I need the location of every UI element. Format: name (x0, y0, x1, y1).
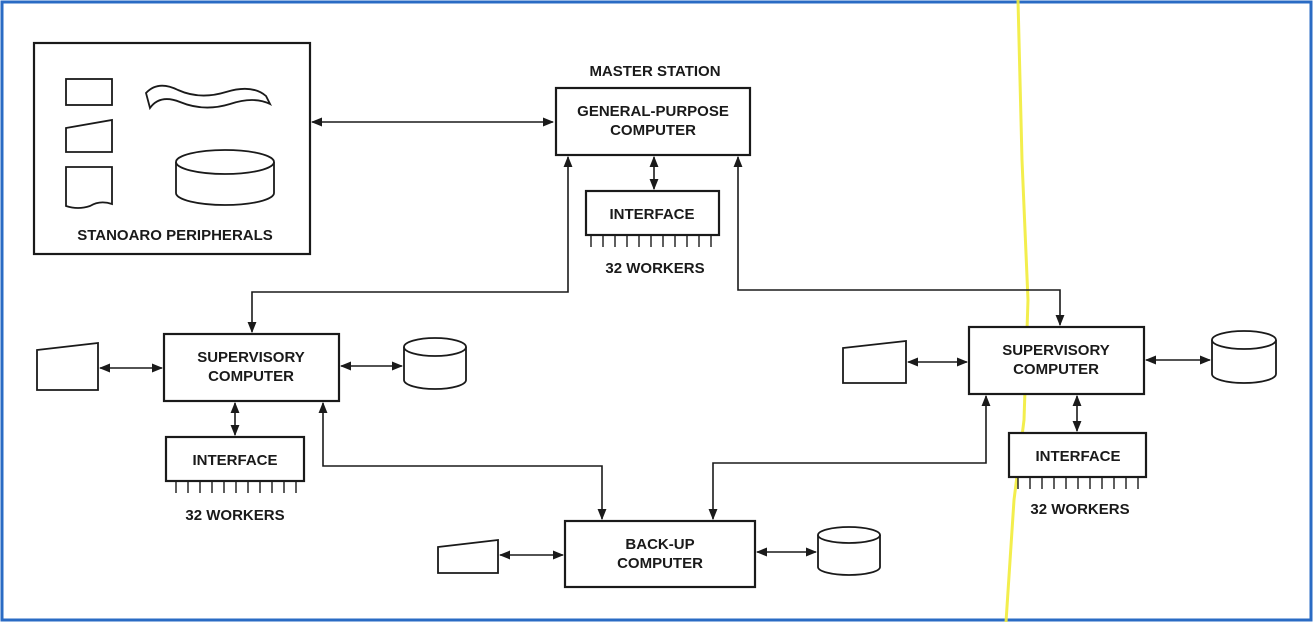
terminal-icon (36, 341, 99, 391)
disk-drive-icon (1211, 330, 1277, 384)
backup-computer-box: BACK-UP COMPUTER (563, 519, 757, 589)
right-interface-label: INTERFACE (1035, 448, 1120, 465)
supervisory-computer-right-box: SUPERVISORY COMPUTER (967, 325, 1146, 396)
right-interface-box: INTERFACE (1007, 431, 1148, 489)
scan-stripe (1004, 0, 1030, 622)
general-purpose-computer-box: GENERAL-PURPOSE COMPUTER (554, 86, 752, 157)
supervisory-left-label: SUPERVISORY (197, 349, 305, 366)
master-interface-label: INTERFACE (609, 206, 694, 223)
left-interface-label: INTERFACE (192, 452, 277, 469)
connector-master-left-supervisory (247, 155, 573, 334)
left-workers-label: 32 WORKERS (185, 507, 284, 524)
connections (98, 117, 1212, 560)
master-workers-label: 32 WORKERS (605, 260, 704, 277)
master-interface-pins (590, 235, 712, 247)
supervisory-computer-left-box: SUPERVISORY COMPUTER (162, 332, 341, 403)
connector-master-right-supervisory (733, 155, 1065, 327)
supervisory-right-label: SUPERVISORY (1002, 342, 1110, 359)
general-purpose-label: GENERAL-PURPOSE (577, 103, 729, 120)
connector-right-supervisory-backup (708, 394, 991, 521)
supervisory-left-computer-label: COMPUTER (208, 368, 294, 385)
right-interface-pins (1017, 477, 1139, 489)
right-workers-label: 32 WORKERS (1030, 501, 1129, 518)
tape-icon (145, 84, 273, 111)
supervisory-right-computer-label: COMPUTER (1013, 361, 1099, 378)
backup-label: BACK-UP (625, 536, 694, 553)
terminal-icon (842, 339, 907, 384)
document-icon (65, 166, 113, 209)
terminal-icon (437, 538, 499, 574)
backup-computer-label: COMPUTER (617, 555, 703, 572)
left-interface-pins (175, 481, 297, 493)
card-reader-icon (65, 118, 113, 153)
disk-drive-icon (817, 526, 881, 576)
master-interface-box: INTERFACE (584, 189, 721, 247)
master-station-title: MASTER STATION (589, 63, 720, 80)
card-icon (65, 78, 113, 106)
disk-drive-icon (175, 149, 275, 206)
standard-peripherals-group: STANOARO PERIPHERALS (32, 41, 312, 256)
left-interface-box: INTERFACE (164, 435, 306, 493)
general-purpose-computer-label: COMPUTER (610, 122, 696, 139)
disk-drive-icon (403, 337, 467, 390)
connector-left-supervisory-backup (318, 401, 607, 521)
peripherals-label: STANOARO PERIPHERALS (77, 227, 273, 244)
